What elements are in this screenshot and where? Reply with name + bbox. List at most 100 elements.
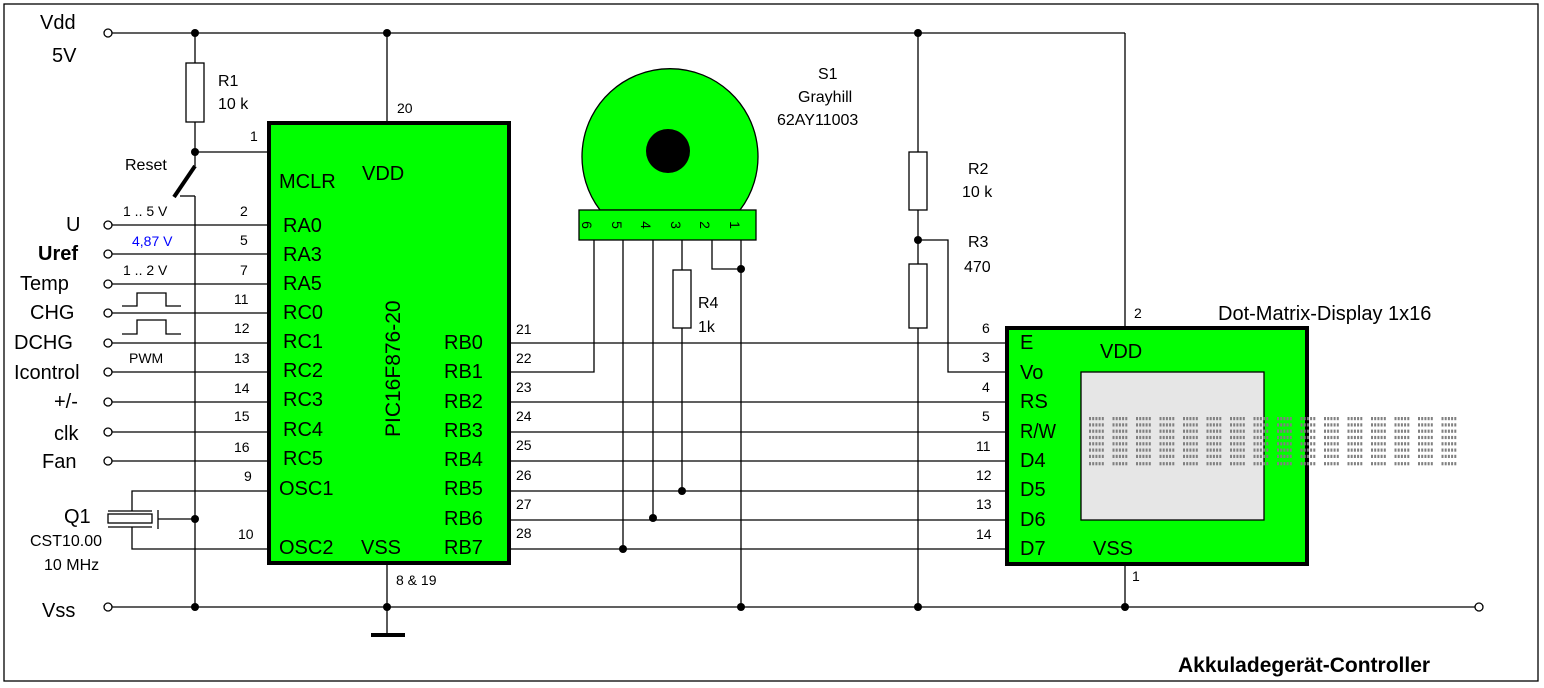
mcu-vss-label: VSS — [361, 537, 401, 559]
display-pin-vo: Vo — [1020, 362, 1043, 384]
chg-pulse-icon — [122, 292, 181, 307]
temp-terminal[interactable] — [103, 279, 113, 289]
s1-pin-2: 2 — [697, 221, 713, 229]
vss-terminal-right[interactable] — [1474, 602, 1484, 612]
rb-bus: 21 22 23 24 25 26 27 28 — [509, 240, 1006, 550]
s1-pin-1: 1 — [727, 221, 743, 229]
r2-r3-divider: R2 10 k R3 470 — [908, 29, 1006, 611]
chg-label: CHG — [30, 302, 74, 324]
pin-rc5: RC5 — [283, 448, 323, 470]
temp-pin-number: 7 — [240, 262, 248, 278]
vdd-value: 5V — [52, 45, 77, 67]
icontrol-terminal[interactable] — [103, 367, 113, 377]
vdd-rail: Vdd 5V — [40, 12, 1126, 327]
reset-label: Reset — [125, 157, 167, 174]
u-label: U — [66, 214, 80, 236]
s1-pin-5: 5 — [609, 221, 625, 229]
s1-part: 62AY11003 — [777, 112, 858, 129]
dchg-pulse-icon — [122, 319, 181, 335]
character-cell — [1206, 417, 1222, 466]
d6-pin-number: 13 — [976, 496, 992, 512]
pin-ra3: RA3 — [283, 244, 322, 266]
pin-rc0: RC0 — [283, 302, 323, 324]
input-u: U 1 .. 5 V 2 — [66, 203, 268, 236]
pin-rb3: RB3 — [444, 420, 483, 442]
s1-pin-4: 4 — [638, 221, 654, 229]
character-cell — [1230, 417, 1245, 466]
pin-rc4: RC4 — [283, 419, 323, 441]
frame-border — [3, 3, 1539, 682]
character-cell — [1300, 417, 1316, 466]
fan-pin-number: 16 — [234, 439, 250, 455]
plus-minus-terminal[interactable] — [103, 397, 113, 407]
display-vdd-pin-number: 2 — [1134, 305, 1142, 321]
reset-switch[interactable]: Reset — [125, 152, 199, 611]
character-cell — [1183, 417, 1198, 466]
icontrol-pin-number: 13 — [234, 350, 250, 366]
u-terminal[interactable] — [103, 220, 113, 230]
character-cell — [1277, 417, 1292, 466]
diagram-title: Akkuladegerät-Controller — [1178, 654, 1430, 677]
e-pin-number: 6 — [982, 320, 990, 336]
clk-pin-number: 15 — [234, 408, 250, 424]
pin-rc2: RC2 — [283, 360, 323, 382]
vss-terminal[interactable] — [103, 602, 113, 612]
display-vss-pin-number: 1 — [1132, 568, 1140, 584]
rb4-pin-number: 25 — [516, 437, 532, 453]
pin-rb1: RB1 — [444, 361, 483, 383]
s1-wiring: R4 1k — [619, 240, 745, 611]
mcu-vss-pin-number: 8 & 19 — [396, 572, 437, 588]
mcu-pic16f876: 20 MCLR VDD RA0 RA3 RA5 RC0 RC1 RC2 RC3 … — [267, 29, 511, 637]
character-cell — [1418, 417, 1433, 466]
pin-osc1: OSC1 — [279, 478, 333, 500]
display-pin-d5: D5 — [1020, 479, 1046, 501]
r2-name: R2 — [968, 161, 989, 178]
rw-pin-number: 5 — [982, 408, 990, 424]
u-range: 1 .. 5 V — [123, 203, 168, 219]
switch-pin-header — [578, 209, 757, 241]
d5-pin-number: 12 — [976, 467, 992, 483]
fan-terminal[interactable] — [103, 456, 113, 466]
fan-label: Fan — [42, 451, 76, 473]
switch-knob[interactable] — [646, 129, 690, 173]
input-dchg: DCHG 12 — [14, 319, 268, 354]
rb1-pin-number: 22 — [516, 350, 532, 366]
rotary-switch-s1[interactable]: 6 5 4 3 2 1 S1 Grayhill 62AY11003 — [578, 66, 858, 241]
u-pin-number: 2 — [240, 203, 248, 219]
lcd-display: 2 Dot-Matrix-Display 1x16 VDD VSS E Vo R… — [976, 303, 1457, 611]
display-pin-rw: R/W — [1020, 421, 1056, 443]
r2-value: 10 k — [962, 184, 993, 201]
d7-pin-number: 14 — [976, 526, 992, 542]
r3-resistor — [908, 263, 928, 329]
display-pin-rs: RS — [1020, 391, 1048, 413]
r4-resistor — [672, 269, 692, 329]
display-character-cells — [1089, 417, 1457, 466]
temp-label: Temp — [20, 273, 69, 295]
chg-terminal[interactable] — [103, 308, 113, 318]
clk-terminal[interactable] — [103, 427, 113, 437]
display-screen — [1080, 371, 1265, 521]
input-clk: clk 15 — [54, 408, 268, 445]
r4-name: R4 — [698, 295, 719, 312]
s1-maker: Grayhill — [798, 89, 852, 106]
rb3-pin-number: 24 — [516, 408, 532, 424]
r2-resistor — [908, 151, 928, 211]
mcu-body — [267, 121, 511, 565]
rb2-pin-number: 23 — [516, 379, 532, 395]
r1-value: 10 k — [218, 96, 249, 113]
uref-terminal[interactable] — [103, 249, 113, 259]
display-pin-d7: D7 — [1020, 538, 1046, 560]
uref-voltage: 4,87 V — [132, 233, 173, 249]
pin-ra0: RA0 — [283, 215, 322, 237]
dchg-terminal[interactable] — [103, 338, 113, 348]
pin-rb7: RB7 — [444, 537, 483, 559]
crystal-q1: Q1 CST10.00 10 MHz 9 10 — [30, 468, 268, 574]
input-icontrol: Icontrol PWM 13 — [14, 350, 268, 384]
display-pin-d4: D4 — [1020, 450, 1046, 472]
character-cell — [1089, 417, 1104, 466]
q1-frequency: 10 MHz — [44, 557, 99, 574]
s1-pin-3: 3 — [668, 221, 684, 229]
osc1-pin-number: 9 — [244, 468, 252, 484]
vdd-terminal[interactable] — [103, 28, 113, 38]
character-cell — [1347, 417, 1363, 466]
